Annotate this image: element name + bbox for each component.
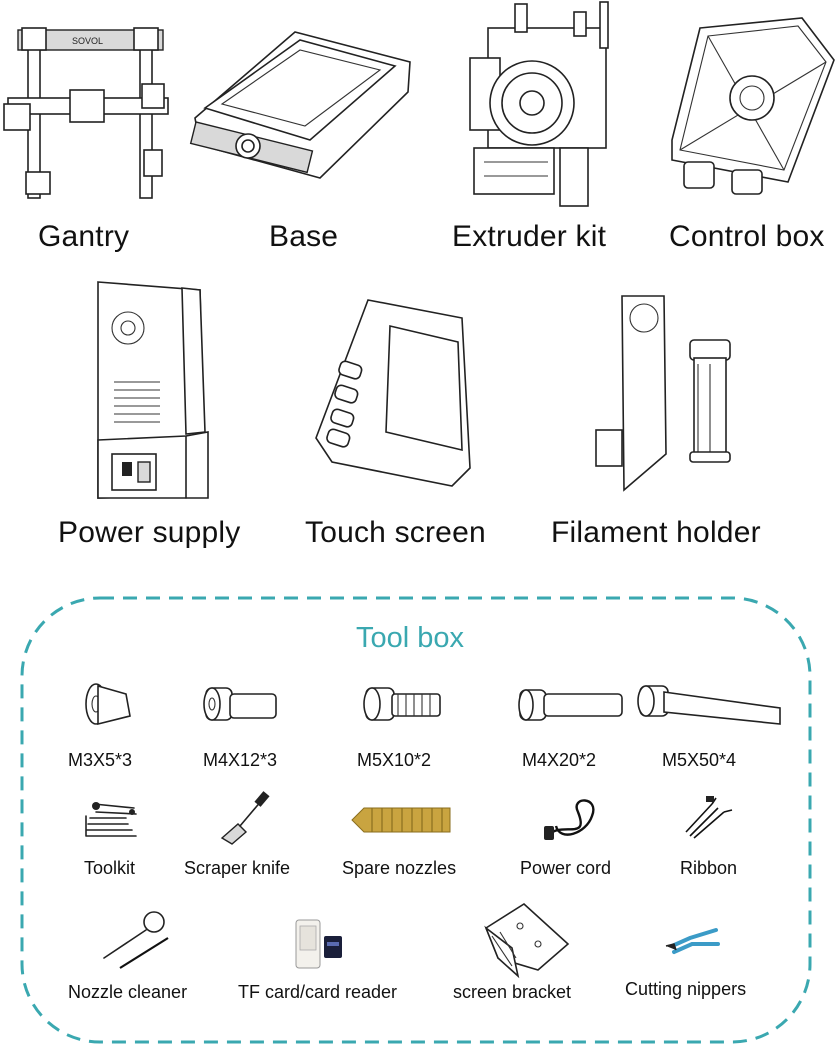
filament-holder-label: Filament holder (551, 516, 761, 549)
power-supply-label: Power supply (58, 516, 241, 549)
m4x12-label: M4X12*3 (203, 750, 278, 770)
control-box-icon (671, 17, 835, 195)
base-icon (189, 31, 411, 179)
m5x50-label: M5X50*4 (662, 750, 737, 770)
gantry-label: Gantry (38, 220, 130, 253)
gantry-icon: SOVOL (3, 27, 169, 199)
filament-holder-icon (595, 295, 731, 492)
tf-card-label: TF card/card reader (238, 982, 398, 1002)
nozzle-cleaner-label: Nozzle cleaner (68, 982, 188, 1002)
base-label: Base (269, 220, 339, 253)
touch-screen-label: Touch screen (305, 516, 486, 549)
extruder-kit-label: Extruder kit (452, 220, 607, 253)
m3x5-label: M3X5*3 (68, 750, 133, 770)
extruder-icon (469, 1, 609, 207)
cutting-nippers-label: Cutting nippers (625, 979, 747, 999)
ribbon-label: Ribbon (680, 858, 738, 878)
scraper-knife-label: Scraper knife (184, 858, 291, 878)
power-supply-icon (97, 281, 209, 499)
m4x20-label: M4X20*2 (522, 750, 597, 770)
screen-bracket-label: screen bracket (453, 982, 572, 1002)
touch-screen-icon (315, 299, 471, 487)
power-cord-label: Power cord (520, 858, 612, 878)
m5x10-label: M5X10*2 (357, 750, 432, 770)
control-box-label: Control box (669, 220, 825, 253)
tool-box-title: Tool box (356, 622, 465, 654)
toolkit-label: Toolkit (84, 858, 136, 878)
svg-text:SOVOL: SOVOL (72, 36, 103, 46)
spare-nozzles-label: Spare nozzles (342, 858, 457, 878)
